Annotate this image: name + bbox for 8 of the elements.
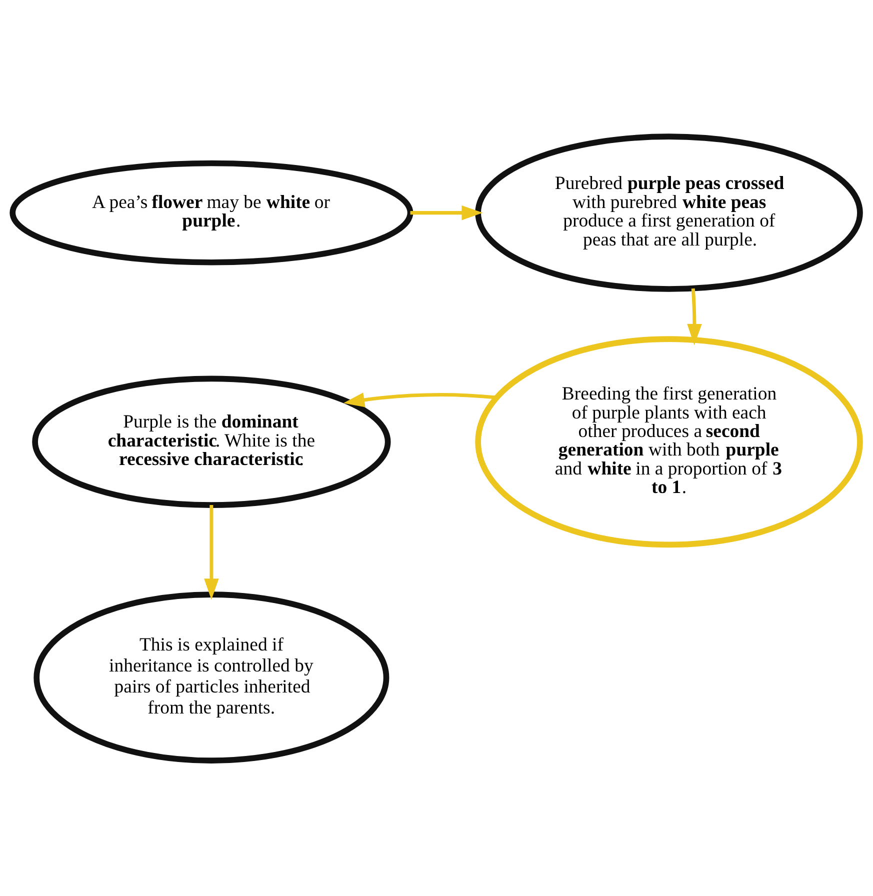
arrow	[204, 504, 219, 600]
node-ellipse: Purebred purple peas crossed with purebred white peas produce a first generation of peas that are all purple.	[475, 133, 863, 292]
arrow	[343, 392, 496, 407]
node-ellipse: A pea’s flower may be white or purple.	[10, 160, 414, 265]
node-ellipse: This is explained if inheritance is controlled by pairs of particles inherited from the parents.	[34, 591, 390, 763]
node-ellipse: Breeding the first generation of purple plants with each other produces a second generation with both purple and white in a proportion of 3 to 1.	[475, 336, 863, 548]
arrow	[410, 204, 483, 220]
arrow	[687, 288, 702, 345]
